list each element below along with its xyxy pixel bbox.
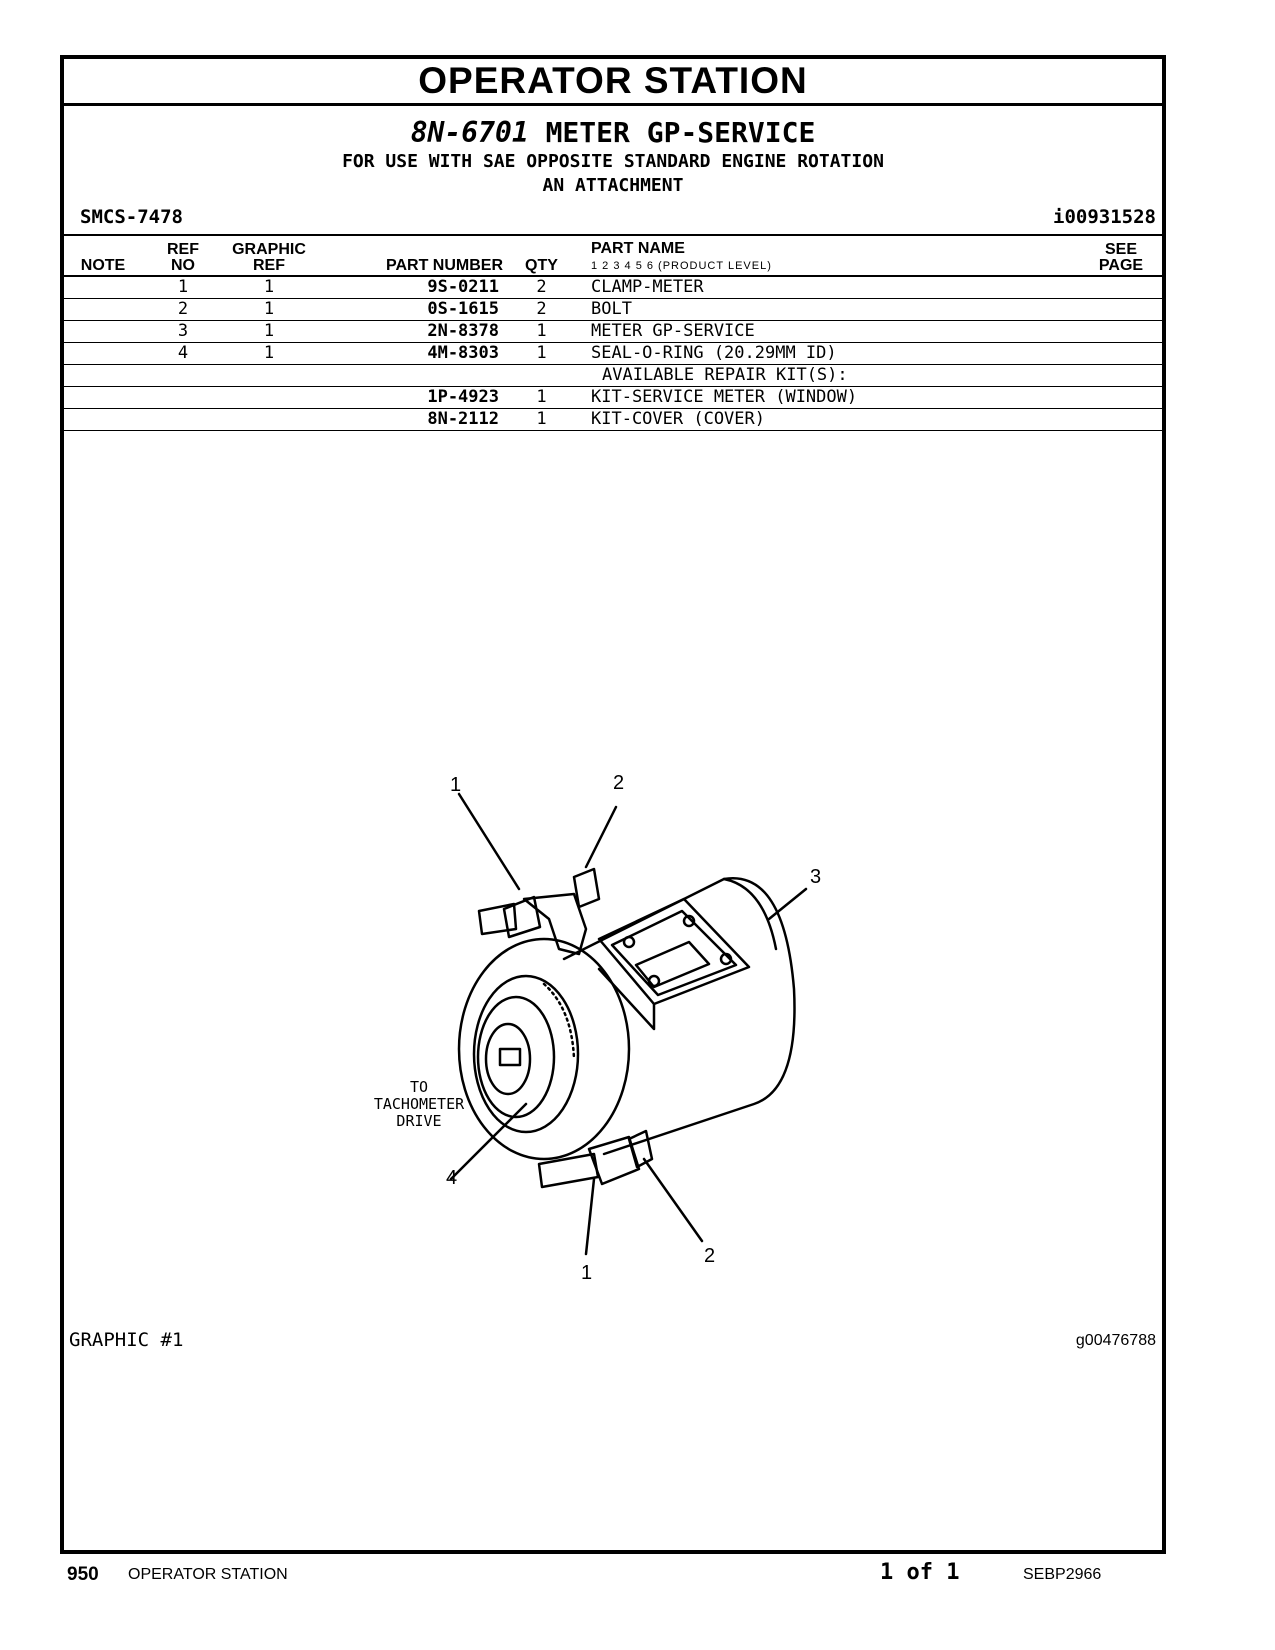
callout-1-lower: 1	[581, 1262, 592, 1284]
cell-qty: 1	[519, 342, 564, 365]
page-number: 950	[67, 1564, 99, 1585]
kits-header-row: AVAILABLE REPAIR KIT(S):	[64, 364, 1162, 387]
cell-qty: 1	[519, 386, 564, 409]
page-frame: OPERATOR STATION 8N-6701 METER GP-SERVIC…	[60, 55, 1166, 1554]
col-note: NOTE	[64, 236, 142, 277]
cell-part-number: 9S-0211	[314, 276, 519, 299]
cell-qty: 2	[519, 298, 564, 321]
graphic-label: GRAPHIC #1	[69, 1329, 184, 1351]
table-row: 2 1 0S-1615 2 BOLT	[64, 298, 1162, 321]
cell-part-number: 0S-1615	[314, 298, 519, 321]
col-qty: QTY	[519, 236, 564, 277]
illustration-id: i00931528	[1053, 206, 1156, 228]
service-meter-illustration: 1 2 3 4 1 2 TO TACHOMETER DRIVE	[374, 772, 821, 1284]
cell-part-name: KIT-COVER (COVER)	[564, 408, 1080, 431]
page-count: 1 of 1	[880, 1560, 960, 1585]
heading-part-name: METER GP-SERVICE	[545, 116, 816, 149]
cell-part-name: METER GP-SERVICE	[564, 320, 1080, 343]
part-heading: 8N-6701 METER GP-SERVICE	[64, 116, 1162, 150]
callout-2-lower: 2	[704, 1245, 715, 1267]
callout-3: 3	[810, 866, 821, 888]
col-part-number: PART NUMBER	[314, 236, 519, 277]
cell-graphic: 1	[224, 276, 314, 299]
graphic-id: g00476788	[1075, 1332, 1156, 1349]
footer-section: OPERATOR STATION	[128, 1566, 288, 1583]
cell-part-name: SEAL-O-RING (20.29MM ID)	[564, 342, 1080, 365]
smcs-code: SMCS-7478	[80, 206, 183, 228]
callout-2: 2	[613, 772, 624, 794]
cell-qty: 2	[519, 276, 564, 299]
cell-graphic: 1	[224, 342, 314, 365]
table-row: 3 1 2N-8378 1 METER GP-SERVICE	[64, 320, 1162, 343]
document-number: SEBP2966	[1023, 1566, 1102, 1583]
heading-part-number: 8N-6701	[410, 116, 529, 149]
page-footer: 950 OPERATOR STATION 1 of 1 SEBP2966	[0, 1558, 1275, 1588]
cell-part-number: 4M-8303	[314, 342, 519, 365]
usage-line-2: AN ATTACHMENT	[542, 175, 684, 196]
kits-label: AVAILABLE REPAIR KIT(S):	[564, 364, 1080, 387]
cell-graphic: 1	[224, 320, 314, 343]
table-row: 1P-4923 1 KIT-SERVICE METER (WINDOW)	[64, 386, 1162, 409]
table-row: 4 1 4M-8303 1 SEAL-O-RING (20.29MM ID)	[64, 342, 1162, 365]
cell-part-number: 8N-2112	[314, 408, 519, 431]
cell-ref: 3	[142, 320, 224, 343]
cell-part-number: 2N-8378	[314, 320, 519, 343]
callout-1: 1	[450, 774, 461, 796]
smcs-row: SMCS-7478 i00931528	[64, 206, 1162, 236]
cell-ref: 1	[142, 276, 224, 299]
cell-ref: 4	[142, 342, 224, 365]
cell-part-number: 1P-4923	[314, 386, 519, 409]
cell-part-name: KIT-SERVICE METER (WINDOW)	[564, 386, 1080, 409]
table-row: 8N-2112 1 KIT-COVER (COVER)	[64, 408, 1162, 431]
cell-ref: 2	[142, 298, 224, 321]
table-row: 1 1 9S-0211 2 CLAMP-METER	[64, 276, 1162, 299]
usage-line-1: FOR USE WITH SAE OPPOSITE STANDARD ENGIN…	[342, 151, 884, 172]
cell-part-name: BOLT	[564, 298, 1080, 321]
cell-part-name: CLAMP-METER	[564, 276, 1080, 299]
drive-label-to: TO	[410, 1078, 428, 1096]
drive-label-tachometer: TACHOMETER	[374, 1095, 465, 1113]
cell-graphic: 1	[224, 298, 314, 321]
callout-4: 4	[446, 1167, 457, 1189]
page-title: OPERATOR STATION	[64, 59, 1162, 106]
drive-label-drive: DRIVE	[396, 1112, 441, 1130]
cell-qty: 1	[519, 320, 564, 343]
cell-qty: 1	[519, 408, 564, 431]
